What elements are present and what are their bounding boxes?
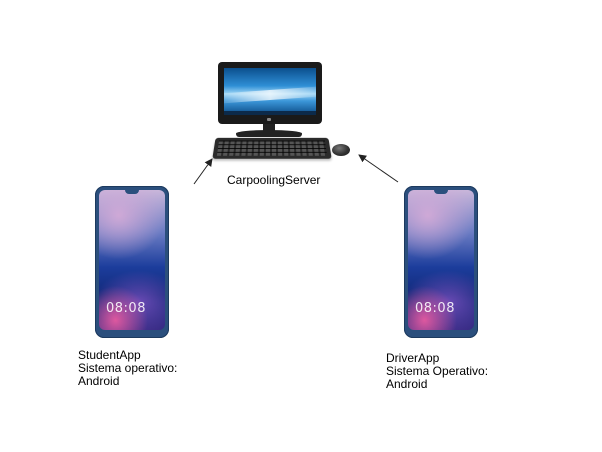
driver-phone-icon: 08:08 [404,186,478,338]
driver-phone-screen: 08:08 [408,190,474,330]
student-phone-icon: 08:08 [95,186,169,338]
phone-notch [125,190,139,194]
keyboard-keys [216,140,328,156]
monitor-stand-base [236,130,302,137]
student-os-label: Sistema operativo: [78,361,178,375]
student-app-name: StudentApp [78,348,141,362]
driver-os-value: Android [386,377,428,391]
student-phone-screen: 08:08 [99,190,165,330]
driver-to-server-arrow [358,154,399,183]
student-phone-clock: 08:08 [106,301,146,316]
driver-app-label: DriverApp Sistema Operativo: Android [386,352,488,391]
student-to-server-arrow [193,158,213,185]
phone-notch [434,190,448,194]
monitor-icon [218,62,322,124]
monitor-logo [267,118,271,121]
mouse-icon [332,144,350,156]
server-label: CarpoolingServer [227,173,321,187]
driver-phone-clock: 08:08 [415,301,455,316]
driver-app-name: DriverApp [386,351,440,365]
monitor-screen [224,68,316,115]
monitor-stand [263,124,275,132]
keyboard-icon [212,137,332,159]
student-os-value: Android [78,374,120,388]
driver-os-label: Sistema Operativo: [386,364,489,378]
student-app-label: StudentApp Sistema operativo: Android [78,349,177,388]
taskbar [224,111,316,115]
